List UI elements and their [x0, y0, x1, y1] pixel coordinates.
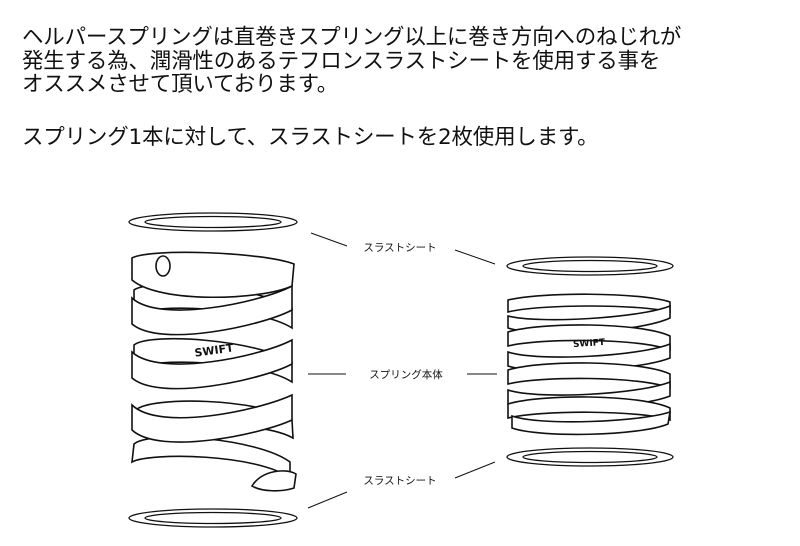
label-top-thrust-sheet: スラストシート [363, 242, 436, 254]
label-spring-body: スプリング本体 [369, 368, 443, 381]
helper-spring [507, 293, 672, 436]
top-thrust-sheet-left [128, 212, 298, 232]
leader-line-bottom-left [307, 491, 348, 509]
main-spring [131, 251, 297, 492]
top-thrust-sheet-right [506, 256, 674, 276]
label-bottom-thrust-sheet: スラストシート [363, 475, 436, 487]
intro-paragraph-1: ヘルパースプリングは直巻きスプリング以上に巻き方向へのねじれが 発生する為、潤滑… [22, 25, 682, 97]
spring-logo-right: SWIFT [573, 338, 607, 350]
leader-line-top-left [310, 232, 348, 247]
leader-line-bottom-right [454, 461, 496, 479]
intro-paragraph-2: スプリング1本に対して、スラストシートを2枚使用します。 [22, 125, 599, 150]
bottom-thrust-sheet-left [128, 508, 298, 528]
spring-logo-left: SWIFT [194, 341, 235, 359]
bottom-thrust-sheet-right [506, 447, 674, 467]
leader-line-top-right [454, 249, 496, 265]
